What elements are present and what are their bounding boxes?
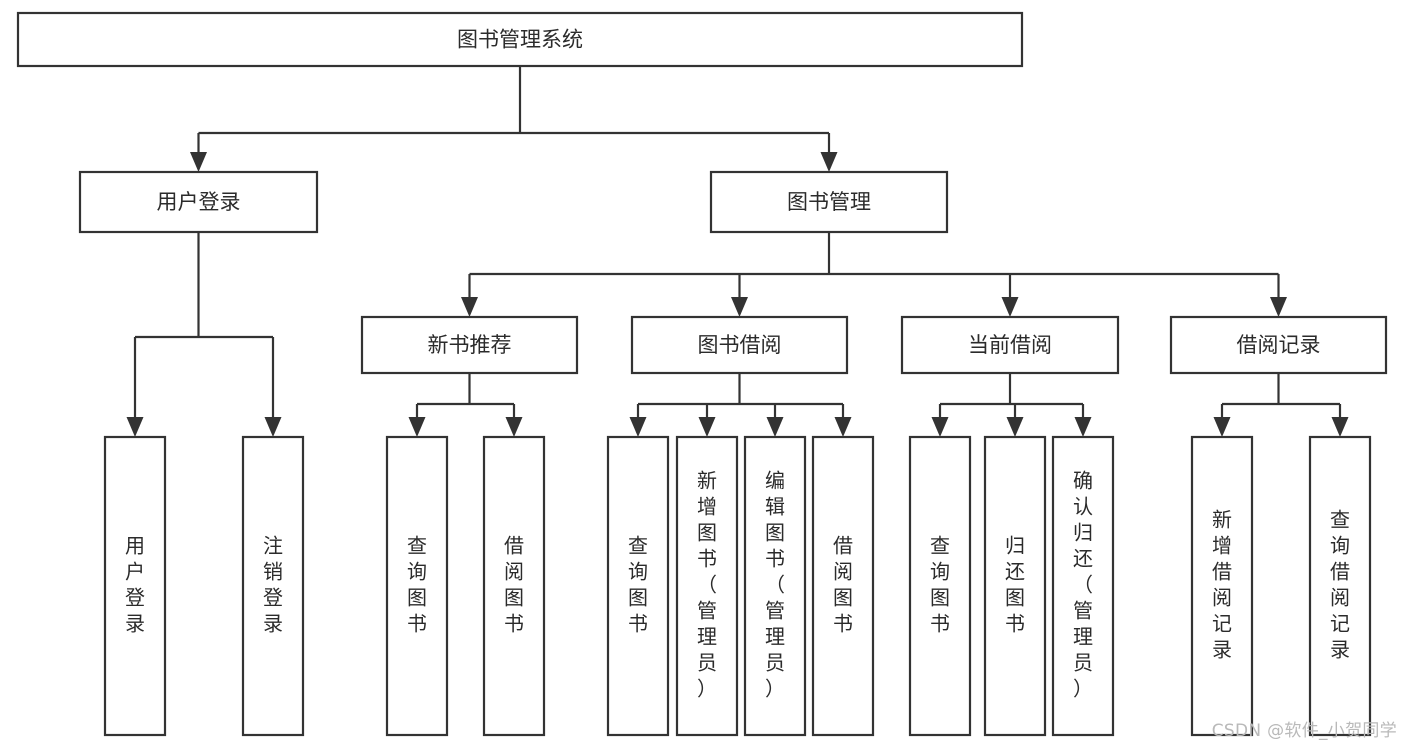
node-book-borrow[interactable]: 图书借阅 (630, 315, 849, 375)
node-user-login[interactable]: 用户登录 (78, 170, 319, 234)
node-label-current-borrow: 当前借阅 (968, 333, 1052, 357)
arrow-head-icon (834, 417, 852, 437)
connector-group-recommend-to-leaves (408, 373, 523, 437)
node-borrow-record[interactable]: 借阅记录 (1169, 315, 1388, 375)
node-label-leaf-query-book-current: 查询图书 (930, 534, 950, 636)
arrow-head-icon (1074, 417, 1092, 437)
node-box-leaf-query-book-recommend[interactable] (385, 435, 449, 737)
arrow-head-icon (190, 152, 207, 172)
arrow-head-icon (505, 417, 523, 437)
node-box-leaf-confirm-return-admin[interactable] (1051, 435, 1115, 737)
arrow-head-icon (1001, 297, 1019, 317)
node-leaf-borrow-book-recommend[interactable]: 借阅图书 (482, 435, 546, 737)
connector-group-root-to-level2 (190, 66, 838, 172)
node-label-user-login: 用户登录 (157, 190, 241, 214)
node-leaf-query-book-borrow[interactable]: 查询图书 (606, 435, 670, 737)
arrow-head-icon (126, 417, 144, 437)
node-label-leaf-user-login: 用户登录 (125, 534, 145, 636)
node-label-new-book-recommend: 新书推荐 (428, 333, 512, 357)
node-label-leaf-query-book-borrow: 查询图书 (628, 534, 648, 636)
node-label-leaf-add-book-admin: 新增图书（管理员） (697, 469, 717, 701)
node-leaf-query-book-recommend[interactable]: 查询图书 (385, 435, 449, 737)
node-label-leaf-query-borrow-record: 查询借阅记录 (1330, 508, 1350, 662)
node-box-leaf-user-login[interactable] (103, 435, 167, 737)
arrow-head-icon (698, 417, 716, 437)
arrow-head-icon (629, 417, 647, 437)
node-box-borrow-record[interactable] (1169, 315, 1388, 375)
node-new-book-recommend[interactable]: 新书推荐 (360, 315, 579, 375)
node-box-current-borrow[interactable] (900, 315, 1120, 375)
arrow-head-icon (731, 297, 748, 317)
arrow-head-icon (1213, 417, 1231, 437)
node-box-leaf-return-book[interactable] (983, 435, 1047, 737)
node-box-user-login[interactable] (78, 170, 319, 234)
arrow-head-icon (1270, 297, 1287, 317)
node-box-leaf-user-logout[interactable] (241, 435, 305, 737)
node-box-book-management[interactable] (709, 170, 949, 234)
node-leaf-query-book-current[interactable]: 查询图书 (908, 435, 972, 737)
node-leaf-edit-book-admin[interactable]: 编辑图书（管理员） (743, 435, 807, 737)
connector-group-current-to-leaves (931, 373, 1092, 437)
node-box-leaf-query-borrow-record[interactable] (1308, 435, 1372, 737)
arrow-head-icon (461, 297, 478, 317)
arrow-head-icon (408, 417, 426, 437)
node-box-book-borrow[interactable] (630, 315, 849, 375)
node-leaf-user-logout[interactable]: 注销登录 (241, 435, 305, 737)
node-label-root: 图书管理系统 (457, 28, 583, 52)
node-box-leaf-query-book-borrow[interactable] (606, 435, 670, 737)
connector-group-record-to-leaves (1213, 373, 1349, 437)
node-box-leaf-edit-book-admin[interactable] (743, 435, 807, 737)
node-current-borrow[interactable]: 当前借阅 (900, 315, 1120, 375)
arrow-head-icon (1006, 417, 1024, 437)
arrow-head-icon (820, 152, 838, 172)
node-leaf-return-book[interactable]: 归还图书 (983, 435, 1047, 737)
connector-group-userlogin-to-leaves (126, 232, 282, 437)
node-label-leaf-add-borrow-record: 新增借阅记录 (1212, 508, 1232, 662)
node-label-leaf-borrow-book-recommend: 借阅图书 (504, 534, 524, 636)
node-label-leaf-borrow-book: 借阅图书 (833, 534, 853, 636)
node-box-root[interactable] (16, 11, 1024, 68)
arrow-head-icon (264, 417, 282, 437)
node-label-leaf-edit-book-admin: 编辑图书（管理员） (765, 469, 785, 701)
node-box-leaf-add-borrow-record[interactable] (1190, 435, 1254, 737)
node-leaf-confirm-return-admin[interactable]: 确认归还（管理员） (1051, 435, 1115, 737)
arrow-head-icon (766, 417, 784, 437)
node-box-leaf-borrow-book-recommend[interactable] (482, 435, 546, 737)
node-root[interactable]: 图书管理系统 (16, 11, 1024, 68)
connector-group-borrow-to-leaves (629, 373, 852, 437)
node-leaf-add-book-admin[interactable]: 新增图书（管理员） (675, 435, 739, 737)
node-label-leaf-return-book: 归还图书 (1005, 534, 1025, 636)
node-box-leaf-borrow-book[interactable] (811, 435, 875, 737)
node-label-leaf-confirm-return-admin: 确认归还（管理员） (1073, 469, 1093, 701)
arrow-head-icon (931, 417, 949, 437)
node-book-management[interactable]: 图书管理 (709, 170, 949, 234)
node-leaf-add-borrow-record[interactable]: 新增借阅记录 (1190, 435, 1254, 737)
node-label-leaf-query-book-recommend: 查询图书 (407, 534, 427, 636)
node-label-leaf-user-logout: 注销登录 (263, 534, 283, 636)
node-box-leaf-query-book-current[interactable] (908, 435, 972, 737)
node-leaf-user-login[interactable]: 用户登录 (103, 435, 167, 737)
connector-layer (126, 66, 1349, 437)
connector-group-bookmgmt-to-level3 (461, 232, 1287, 317)
node-layer: 图书管理系统用户登录图书管理新书推荐图书借阅当前借阅借阅记录用户登录注销登录查询… (16, 11, 1388, 737)
arrow-head-icon (1331, 417, 1349, 437)
node-label-book-management: 图书管理 (787, 190, 871, 214)
node-box-new-book-recommend[interactable] (360, 315, 579, 375)
csdn-watermark: CSDN @软件_小贺同学 (1211, 721, 1397, 741)
node-leaf-borrow-book[interactable]: 借阅图书 (811, 435, 875, 737)
node-label-borrow-record: 借阅记录 (1237, 333, 1321, 357)
node-label-book-borrow: 图书借阅 (698, 333, 782, 357)
node-box-leaf-add-book-admin[interactable] (675, 435, 739, 737)
node-leaf-query-borrow-record[interactable]: 查询借阅记录 (1308, 435, 1372, 737)
